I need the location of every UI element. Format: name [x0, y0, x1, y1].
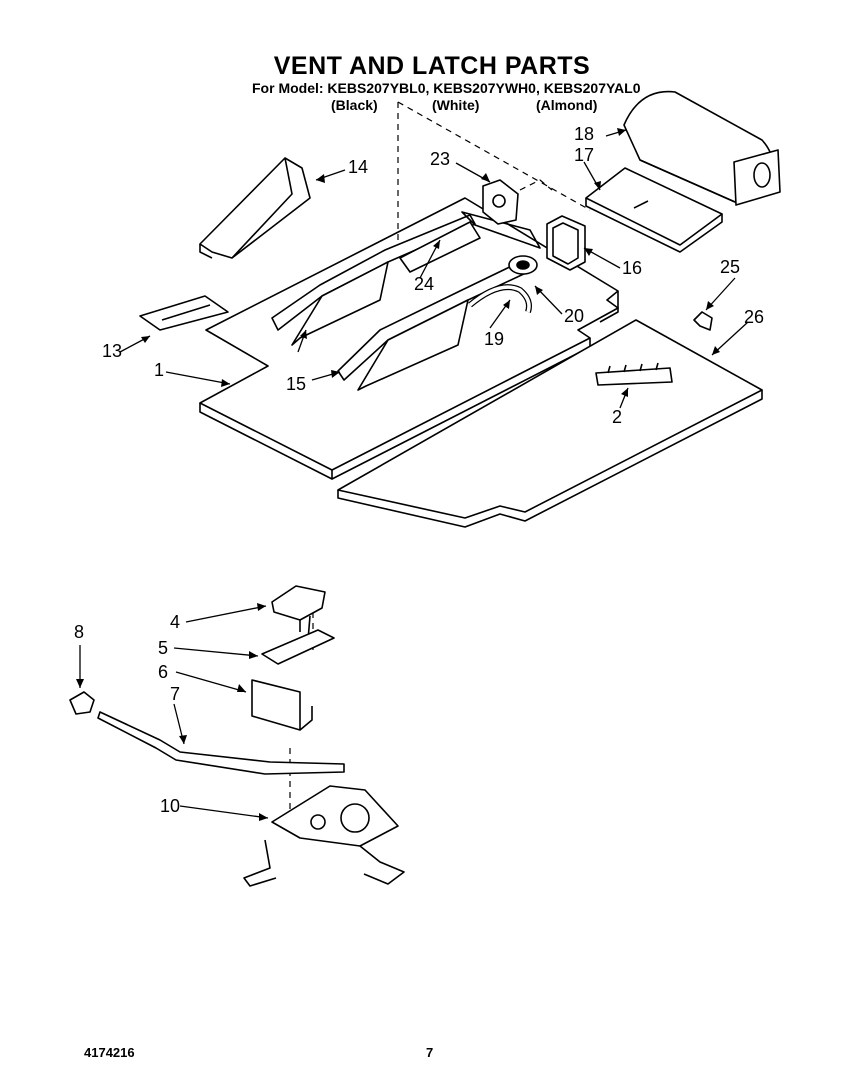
callout-13: 13	[102, 341, 122, 361]
part-18-vent-motor	[623, 90, 781, 206]
callout-6: 6	[158, 662, 168, 682]
document-number: 4174216	[84, 1045, 135, 1060]
part-4-switch	[271, 585, 326, 641]
page-number: 7	[426, 1045, 434, 1060]
part-14-vent-deflector	[199, 157, 311, 259]
callout-1: 1	[154, 360, 164, 380]
callout-14: 14	[348, 157, 368, 177]
part-25-clip	[693, 311, 713, 331]
part-5-insulator	[261, 629, 335, 665]
part-20-fitting	[508, 255, 538, 275]
leader-arrowheads	[76, 128, 720, 821]
callout-24: 24	[414, 274, 434, 294]
callout-20: 20	[564, 306, 584, 326]
part-19-hose	[468, 284, 532, 313]
part-17-mounting-plate	[585, 167, 723, 253]
callout-19: 19	[484, 329, 504, 349]
part-2-latch-guide	[595, 362, 673, 386]
part-23-damper	[482, 179, 519, 225]
part-15-vent-duct-left	[271, 214, 476, 346]
callout-26: 26	[744, 307, 764, 327]
callout-16: 16	[622, 258, 642, 278]
part-7-latch-handle	[97, 711, 345, 775]
part-16-gasket	[546, 215, 586, 271]
part-10-latch-assembly	[243, 785, 405, 887]
variant-almond: (Almond)	[536, 97, 598, 113]
callout-17: 17	[574, 145, 594, 165]
callout-labels: 14 23 18 17 16 25 26 20 19 24 15 1 13 2 …	[74, 124, 764, 816]
callout-8: 8	[74, 622, 84, 642]
part-13-bracket	[139, 295, 229, 331]
assembly-guide-lines	[289, 101, 591, 815]
callout-4: 4	[170, 612, 180, 632]
part-6-shield	[251, 679, 313, 731]
variant-black: (Black)	[331, 97, 378, 113]
callout-2: 2	[612, 407, 622, 427]
part-24-vent-bracket	[399, 211, 541, 273]
callout-5: 5	[158, 638, 168, 658]
model-list: For Model: KEBS207YBL0, KEBS207YWH0, KEB…	[252, 80, 641, 96]
callout-15: 15	[286, 374, 306, 394]
page-title: VENT AND LATCH PARTS	[273, 52, 591, 80]
callout-25: 25	[720, 257, 740, 277]
callout-10: 10	[160, 796, 180, 816]
callout-7: 7	[170, 684, 180, 704]
part-8-knob	[69, 691, 95, 715]
callout-23: 23	[430, 149, 450, 169]
callout-18: 18	[574, 124, 594, 144]
variant-white: (White)	[432, 97, 480, 113]
